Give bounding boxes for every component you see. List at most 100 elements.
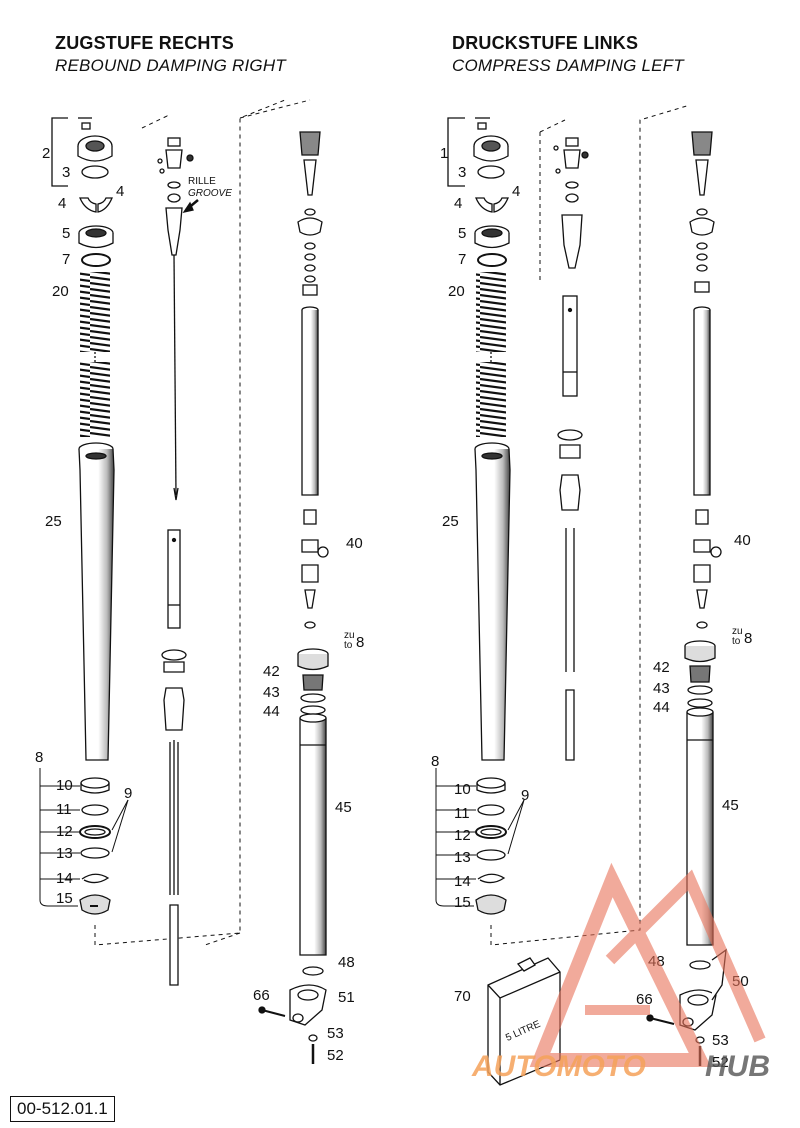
right-valve-parts [557,429,583,761]
left-seal-12 [79,825,111,839]
right-screw-66 [649,1017,675,1025]
label-14-right: 14 [454,873,471,890]
label-15-left: 15 [56,890,73,907]
label-1: 1 [440,145,448,162]
label-5-right: 5 [458,225,466,242]
label-4-left-b: 4 [116,183,124,200]
right-cap-bolt [473,122,509,162]
label-12-right: 12 [454,827,471,844]
label-44-right: 44 [653,699,670,716]
right-half-ring-4b [493,197,509,213]
right-guide-bush-8 [684,640,716,663]
label-10-right: 10 [454,781,471,798]
right-seal-10 [476,777,506,794]
label-45-right: 45 [722,797,739,814]
right-part-42-43-44 [687,665,713,708]
left-half-ring-4b [97,197,113,213]
label-3-left: 3 [62,164,70,181]
label-14-left: 14 [56,870,73,887]
left-subtitle: REBOUND DAMPING RIGHT [55,56,286,75]
label-13-right: 13 [454,849,471,866]
groove-label-en: GROOVE [188,188,232,199]
label-4-right-b: 4 [512,183,520,200]
label-10-left: 10 [56,777,73,794]
label-45-left: 45 [335,799,352,816]
left-group-bracket-8 [39,768,80,907]
label-zu-left: zu [344,630,355,641]
label-66-right: 66 [636,991,653,1008]
label-20-left: 20 [52,283,69,300]
left-valve-parts [161,649,187,986]
label-3-right: 3 [458,164,466,181]
label-25-right: 25 [442,513,459,530]
left-cartridge-top [297,131,323,296]
watermark-text-gray: HUB [705,1050,770,1083]
label-52-right: 52 [712,1054,729,1071]
left-cartridge-tube [301,306,319,496]
label-8-left: 8 [35,749,43,766]
left-washer-7 [81,253,111,267]
right-o-ring-3 [477,165,505,179]
left-clip-14 [81,873,110,884]
label-53-left: 53 [327,1025,344,1042]
left-damper-tube [167,529,181,629]
left-damper-rod [157,137,194,501]
label-zu8-right: 8 [744,630,752,647]
watermark-logo [529,862,766,1067]
label-53-right: 53 [712,1032,729,1049]
left-inner-tube-45 [299,713,327,956]
label-70: 70 [454,988,471,1005]
groove-label-de: RILLE [188,176,216,187]
left-axle-clamp-51 [289,984,327,1026]
label-8-right: 8 [431,753,439,770]
label-12-left: 12 [56,823,73,840]
label-7-left: 7 [62,251,70,268]
left-spring-20 [80,272,110,437]
right-o-ring-48 [689,960,711,970]
label-43-left: 43 [263,684,280,701]
label-zu-right: zu [732,626,743,637]
label-4-left-a: 4 [58,195,66,212]
right-damper-tube [562,295,578,397]
right-outer-tube-25 [474,442,511,761]
label-2: 2 [42,145,50,162]
left-assembly [39,99,329,1064]
label-7-right: 7 [458,251,466,268]
label-11-right: 11 [454,805,470,822]
label-42-right: 42 [653,659,670,676]
left-ring-13 [80,847,110,859]
right-clip-14 [477,873,506,884]
label-13-left: 13 [56,845,73,862]
right-subtitle: COMPRESS DAMPING LEFT [452,56,684,75]
left-guide-bush-8 [297,648,329,671]
label-11-left: 11 [56,801,72,818]
left-screw-66 [261,1009,286,1017]
document-number: 00-512.01.1 [10,1096,115,1122]
right-cartridge-top [689,131,715,293]
right-dust-wiper-15 [475,894,507,915]
right-cartridge-valve [693,509,722,629]
label-to-left: to [344,640,353,651]
right-spacer-5 [474,225,510,249]
right-ring-11 [477,804,505,816]
left-o-ring-3 [81,165,109,179]
left-spacer-5 [78,225,114,249]
label-15-right: 15 [454,894,471,911]
right-washer-7 [477,253,507,267]
part-number-labels: 2 3 4 4 5 7 20 25 8 10 11 12 13 14 15 9 … [35,145,752,1071]
label-44-left: 44 [263,703,280,720]
left-outer-tube-25 [78,442,115,761]
left-dust-wiper-15 [79,894,111,915]
right-group-bracket-8 [435,768,476,907]
label-to-right: to [732,636,741,647]
left-part-42-43-44 [300,674,326,715]
label-43-right: 43 [653,680,670,697]
label-51: 51 [338,989,355,1006]
label-42-left: 42 [263,663,280,680]
right-seal-12 [475,825,507,839]
label-25-left: 25 [45,513,62,530]
label-4-right-a: 4 [454,195,462,212]
left-washer-53 [308,1034,318,1042]
label-40-right: 40 [734,532,751,549]
